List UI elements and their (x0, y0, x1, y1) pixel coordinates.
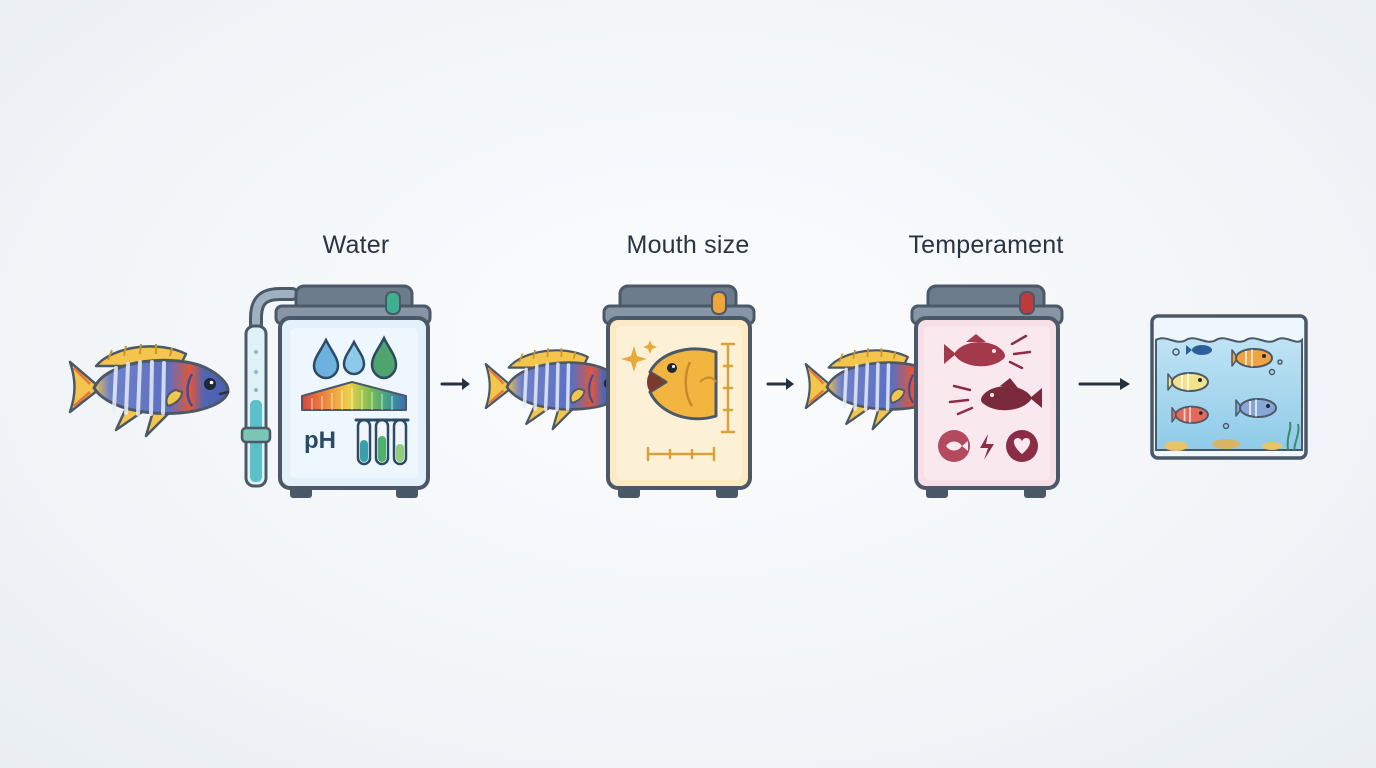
open-mouth-fish-icon (647, 347, 718, 421)
water-drop-icon (312, 337, 340, 380)
test-tubes-icon (354, 418, 410, 466)
ph-scale-icon (301, 381, 407, 411)
stage-label-temperament: Temperament (908, 231, 1064, 259)
water-test-station: pH (240, 284, 432, 498)
mouth-size-station (602, 284, 756, 498)
temperament-station (910, 284, 1064, 498)
cichlid-fish-icon (484, 346, 627, 431)
measurement-ruler-icon (646, 342, 736, 462)
heart-badge-icon (1006, 430, 1038, 462)
flow-arrow-icon (766, 378, 794, 390)
sparkle-icon (621, 346, 647, 372)
input-cichlid-fish-icon (68, 342, 230, 438)
ph-label: pH (304, 427, 336, 454)
water-drop-icon (370, 335, 398, 380)
peaceful-fish-icon (948, 378, 1042, 416)
stage-label-mouth-size: Mouth size (626, 231, 750, 259)
sparkle-icon (643, 340, 657, 354)
water-drop-icon (342, 339, 366, 376)
stage-label-water: Water (322, 231, 390, 259)
aggressive-fish-icon (944, 334, 1032, 370)
flow-arrow-icon (440, 378, 470, 390)
no-aggression-badge-icon (938, 430, 970, 462)
community-aquarium-icon (1150, 314, 1308, 460)
flow-arrow-icon (1078, 378, 1130, 390)
lightning-bolt-icon (980, 434, 994, 460)
